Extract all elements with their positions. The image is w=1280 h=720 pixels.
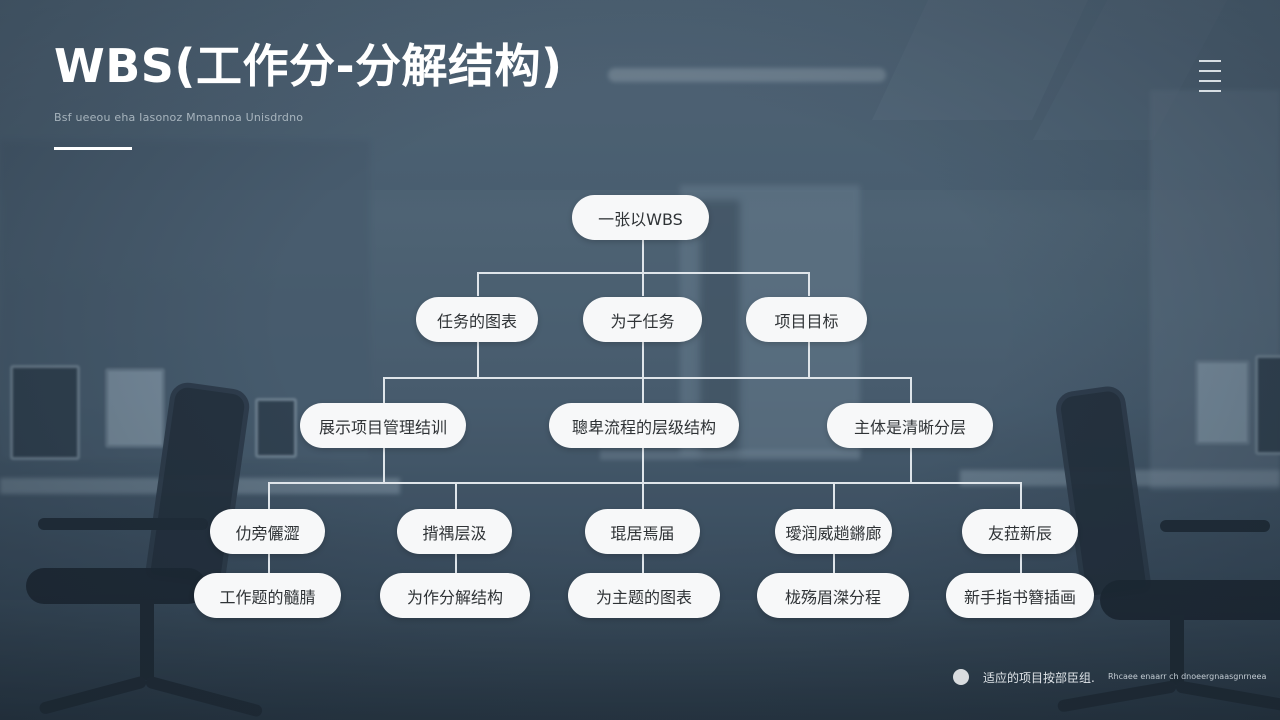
monitor: [1195, 360, 1250, 445]
connector: [808, 272, 810, 296]
connector: [1020, 553, 1022, 573]
tree-node-l5[interactable]: 为作分解结构: [380, 573, 530, 618]
connector: [910, 377, 912, 403]
ceiling-light: [608, 68, 886, 82]
connector: [455, 553, 457, 573]
tree-node-l3[interactable]: 展示项目管理结训: [300, 403, 466, 448]
tree-node-l3[interactable]: 主体是清晰分层: [827, 403, 993, 448]
tree-node-l2[interactable]: 任务的图表: [416, 297, 538, 342]
tree-node-root[interactable]: 一张以WBS: [572, 195, 709, 240]
title-underline-divider: [54, 147, 132, 150]
tree-node-l4[interactable]: 友菈新辰: [962, 509, 1078, 554]
monitor: [10, 365, 80, 460]
connector: [383, 377, 385, 403]
connector: [1020, 482, 1022, 509]
tree-node-l4[interactable]: 璦润威趟鏘廊: [775, 509, 892, 554]
connector: [642, 342, 644, 403]
connector: [268, 482, 1022, 484]
slide-subtitle: Bsf ueeou eha Iasonoz Mmannoa Unisdrdno: [54, 111, 304, 124]
slide-title: WBS(工作分-分解结构): [54, 39, 563, 93]
chair-seat: [26, 568, 206, 604]
footer-bullet-icon: [953, 669, 969, 685]
connector: [910, 448, 912, 483]
tree-node-l5[interactable]: 为主题的图表: [568, 573, 720, 618]
monitor: [105, 368, 165, 448]
footer-caption: 适应的项目按部臣组.: [983, 671, 1095, 685]
connector: [477, 272, 479, 296]
monitor: [255, 398, 297, 458]
desk: [600, 450, 860, 460]
connector: [833, 482, 835, 509]
tree-node-l2[interactable]: 为子任务: [583, 297, 702, 342]
tree-node-l2[interactable]: 项目目标: [746, 297, 867, 342]
tree-node-l4[interactable]: 琨居焉届: [585, 509, 700, 554]
chair-seat: [1100, 580, 1280, 620]
connector: [268, 482, 270, 509]
connector: [477, 342, 479, 378]
connector: [642, 448, 644, 509]
tree-node-l4[interactable]: 揹禑层汲: [397, 509, 512, 554]
connector: [268, 553, 270, 573]
tree-node-l3[interactable]: 聰卑流程的层级结构: [549, 403, 739, 448]
tree-node-l4[interactable]: 仂旁儷澀: [210, 509, 325, 554]
chair-arm: [1160, 520, 1270, 532]
tree-node-l5[interactable]: 工作题的髓腈: [194, 573, 341, 618]
tree-node-l5[interactable]: 栊殇眉滐分程: [757, 573, 909, 618]
connector: [642, 240, 644, 296]
tree-node-l5[interactable]: 新手指书簪插画: [946, 573, 1094, 618]
hamburger-menu-icon[interactable]: [1199, 58, 1221, 94]
chair-post: [1170, 615, 1184, 685]
monitor: [1255, 355, 1280, 455]
connector: [808, 342, 810, 378]
footer-small-caption: Rhcaee enaarr ch dnoeergnaasgnrneea: [1108, 672, 1267, 681]
connector: [642, 553, 644, 573]
connector: [455, 482, 457, 509]
connector: [833, 553, 835, 573]
connector: [383, 448, 385, 483]
chair-arm: [38, 518, 208, 530]
connector: [477, 272, 810, 274]
connector: [383, 377, 912, 379]
chair-post: [140, 600, 154, 680]
